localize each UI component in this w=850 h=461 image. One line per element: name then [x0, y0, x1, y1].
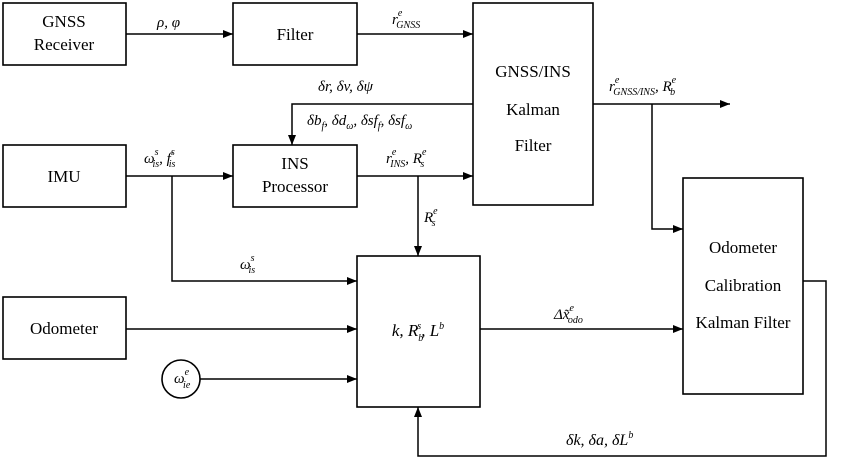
- label-biases: δbf, δdω, δsff, δsfω: [307, 113, 412, 132]
- ins-processor-block: INS Processor: [232, 144, 358, 208]
- label-feedback: δk, δa, δLb: [566, 430, 633, 449]
- kalman-line1: GNSS/INS: [495, 62, 571, 81]
- kalman-line2: Kalman: [506, 100, 560, 119]
- imu-label: IMU: [47, 167, 80, 186]
- odometer-calibration-block: Odometer Calibration Kalman Filter: [682, 177, 804, 395]
- arrow-calibration-feedback: [414, 280, 827, 457]
- arrow-kalman-to-calibration: [651, 104, 683, 233]
- filter-label: Filter: [277, 25, 314, 44]
- ins-processor-line2: Processor: [262, 177, 328, 196]
- odometer-block: Odometer: [2, 296, 127, 360]
- gnss-receiver-line1: GNSS: [42, 12, 85, 31]
- label-dr-dv-dpsi: δr, δv, δψ: [318, 79, 374, 95]
- label-rho-phi: ρ, φ: [156, 15, 180, 31]
- odo-cal-line3: Kalman Filter: [696, 313, 791, 332]
- k-block: k, Rbs, Lb: [356, 255, 481, 408]
- filter-block: Filter: [232, 2, 358, 66]
- arrow-omega-is-to-k-block: [171, 176, 357, 285]
- odo-cal-line2: Calibration: [705, 276, 782, 295]
- odo-cal-line1: Odometer: [709, 238, 777, 257]
- gnss-receiver-line2: Receiver: [34, 35, 95, 54]
- ins-processor-line1: INS: [281, 154, 308, 173]
- k-block-label: k, Rbs, Lb: [392, 321, 444, 344]
- arrow-kalman-feedback-to-ins: [288, 103, 473, 145]
- gnss-receiver-block: GNSS Receiver: [2, 2, 127, 66]
- gnss-ins-kalman-block: GNSS/INS Kalman Filter: [472, 2, 594, 206]
- imu-block: IMU: [2, 144, 127, 208]
- odometer-label: Odometer: [30, 319, 98, 338]
- kalman-line3: Filter: [515, 136, 552, 155]
